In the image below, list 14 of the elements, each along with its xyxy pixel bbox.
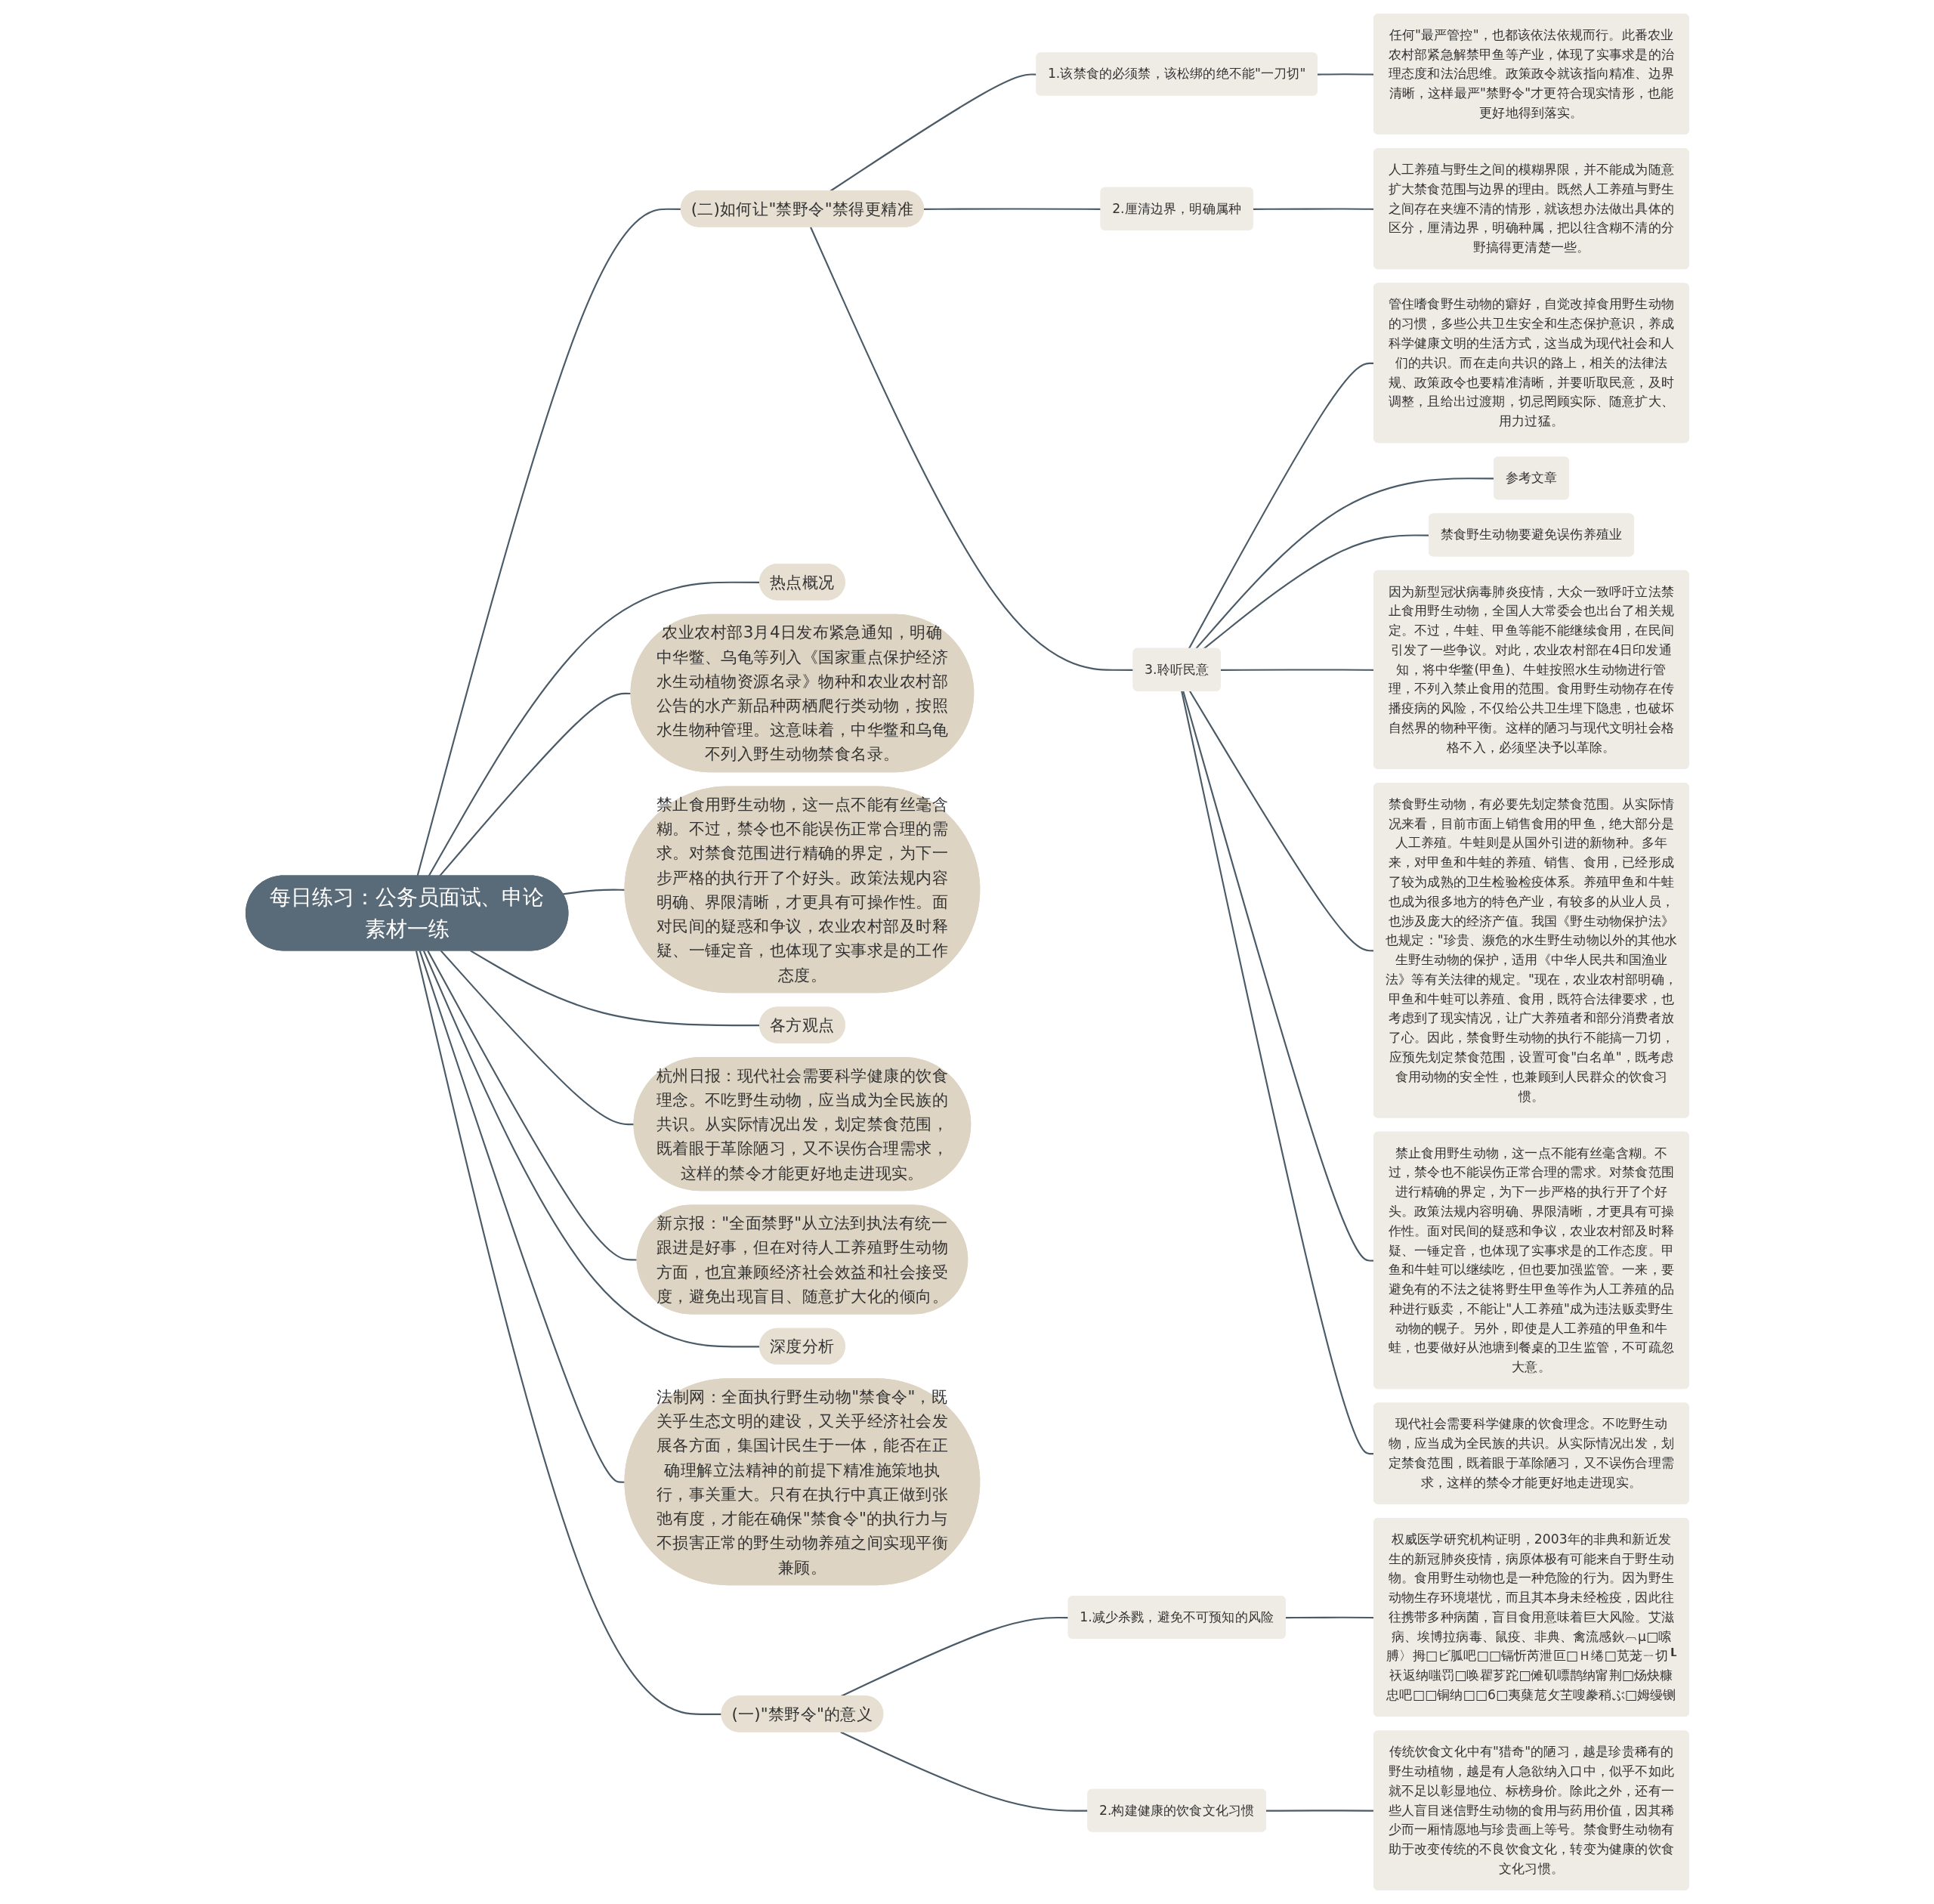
connector xyxy=(428,581,760,877)
connector xyxy=(469,950,760,1027)
connector xyxy=(1180,691,1374,1455)
connector xyxy=(1188,362,1374,650)
connector xyxy=(1188,691,1374,952)
connector xyxy=(1203,534,1429,650)
connector xyxy=(1220,669,1374,671)
connector xyxy=(1182,691,1374,1262)
connector xyxy=(1265,1810,1374,1812)
connector xyxy=(422,950,760,1348)
connector xyxy=(1317,73,1374,76)
connector xyxy=(1194,478,1494,650)
connector xyxy=(1253,208,1374,210)
connector xyxy=(1285,1616,1374,1619)
